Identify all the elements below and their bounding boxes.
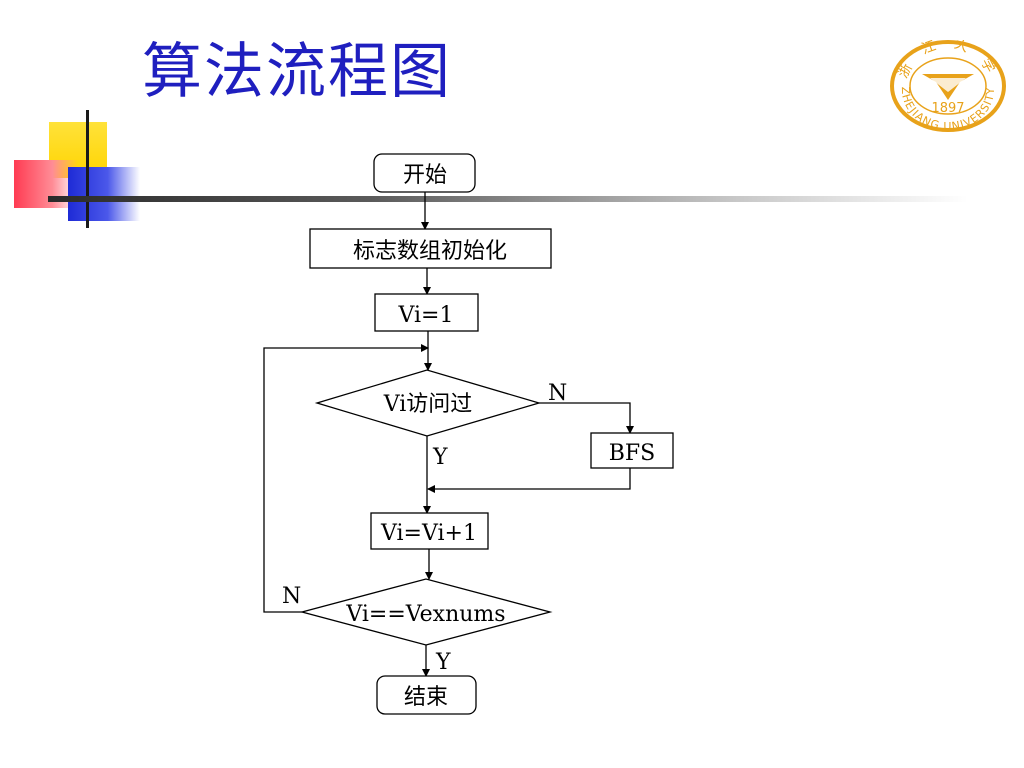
- increment-node: Vi=Vi+1: [370, 512, 489, 550]
- init-node: 标志数组初始化: [309, 228, 552, 269]
- start-node: 开始: [373, 153, 476, 193]
- visited-decision-label: Vi访问过: [383, 392, 473, 417]
- label-no-end: N: [282, 584, 301, 609]
- end-decision-label: Vi==Vexnums: [345, 602, 505, 627]
- slide-title: 算法流程图: [142, 37, 452, 107]
- set-vi-node: Vi=1: [374, 293, 479, 332]
- end-label: 结束: [404, 685, 448, 710]
- decor-horizontal-rule: [48, 196, 968, 202]
- label-no-visited: N: [548, 381, 567, 406]
- bfs-node: BFS: [590, 432, 674, 469]
- university-logo: 1897 ZHEJIANG UNIVERSITY 浙 江 大 学: [890, 40, 1006, 132]
- increment-label: Vi=Vi+1: [380, 521, 477, 546]
- bfs-label: BFS: [609, 441, 656, 466]
- loop-back-arrow: [263, 344, 429, 613]
- start-label: 开始: [403, 163, 447, 188]
- label-yes-visited: Y: [432, 445, 448, 470]
- logo-year: 1897: [931, 101, 964, 116]
- arrow-no-to-bfs: [539, 402, 634, 434]
- arrow-bfs-return: [427, 468, 631, 493]
- label-yes-end: Y: [435, 650, 451, 675]
- decor-vertical-line: [86, 110, 89, 228]
- decor-blue-square: [68, 167, 140, 221]
- end-decision-node: Vi==Vexnums: [299, 578, 553, 646]
- set-vi-label: Vi=1: [398, 303, 454, 328]
- visited-decision-node: Vi访问过: [314, 369, 542, 437]
- end-node: 结束: [376, 675, 477, 715]
- init-label: 标志数组初始化: [353, 239, 507, 264]
